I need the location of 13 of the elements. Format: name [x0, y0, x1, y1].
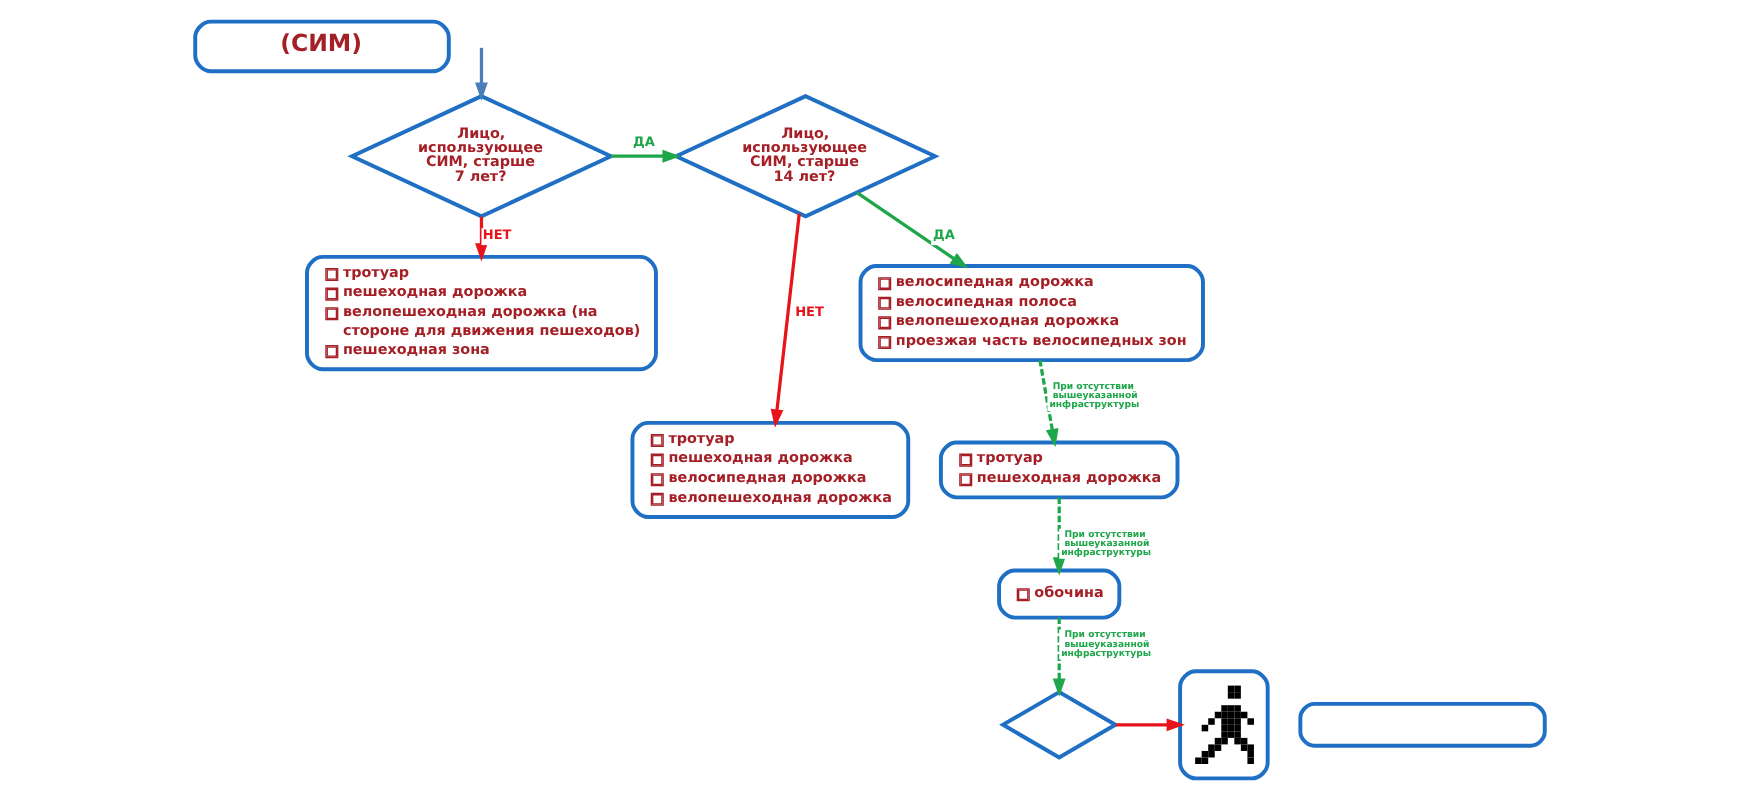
arrow [611, 149, 681, 163]
arrow [475, 216, 488, 262]
arrow [770, 213, 801, 428]
arrow [475, 47, 488, 101]
arrow [1038, 359, 1059, 448]
node-picture [1178, 669, 1270, 781]
arrow [1052, 497, 1066, 576]
node-box: (СИМ) [193, 19, 451, 74]
node-box [1298, 701, 1547, 748]
arrow [1052, 617, 1066, 697]
node-diamond [999, 689, 1120, 760]
arrow [1115, 718, 1185, 732]
arrow [856, 191, 969, 269]
